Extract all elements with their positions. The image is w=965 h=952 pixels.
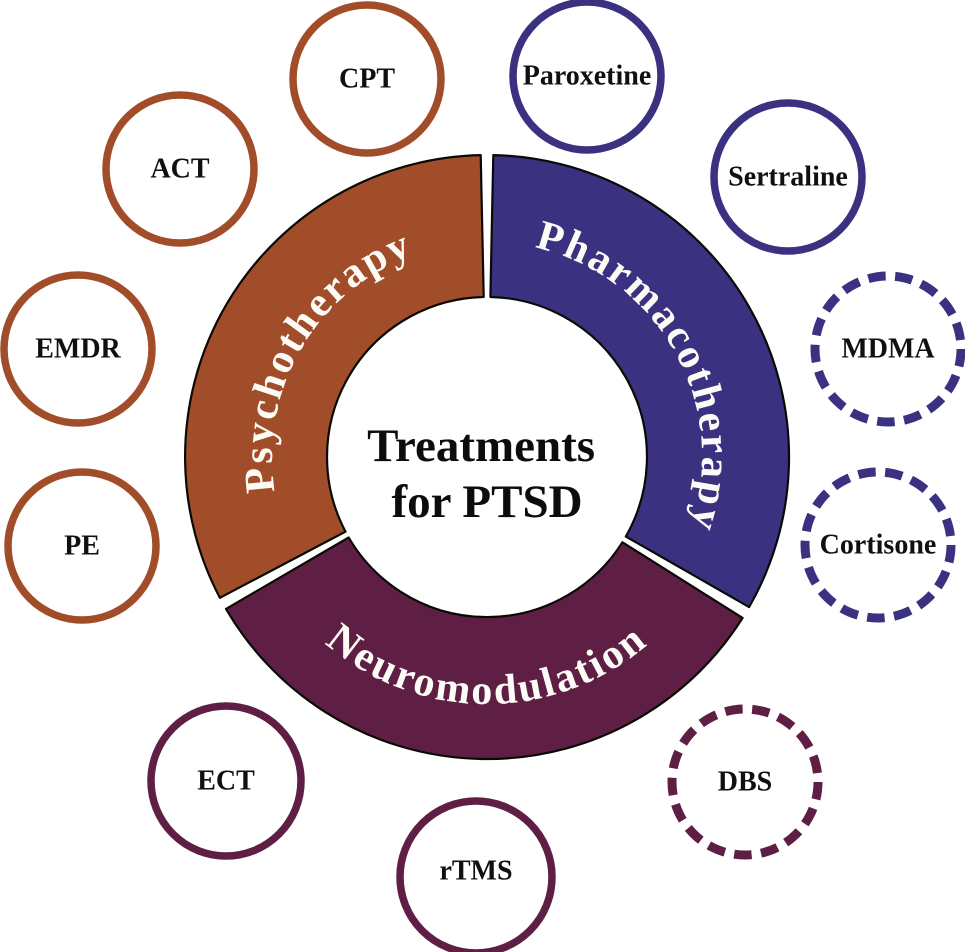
node-ring-dbs <box>667 704 823 860</box>
node-pe: PE <box>4 468 160 624</box>
node-ring-paroxetine <box>509 0 665 154</box>
node-mdma: MDMA <box>810 271 965 427</box>
node-ring-sertraline <box>710 99 866 255</box>
node-paroxetine: Paroxetine <box>509 0 665 154</box>
node-cortisone: Cortisone <box>800 467 956 623</box>
node-ect: ECT <box>147 702 305 860</box>
center-title: Treatments for PTSD <box>367 420 607 528</box>
segment-neuromodulation <box>224 536 744 761</box>
node-ring-cpt <box>289 1 445 157</box>
node-ring-ect <box>147 702 305 860</box>
node-ring-cortisone <box>800 467 956 623</box>
node-label-sertraline: Sertraline <box>728 162 848 193</box>
node-label-ect: ECT <box>197 766 255 797</box>
donut-ring <box>184 154 791 761</box>
node-ring-rtms <box>396 797 556 952</box>
node-ring-act <box>102 91 258 247</box>
segment-psychotherapy <box>184 154 485 599</box>
node-emdr: EMDR <box>0 271 156 427</box>
node-rtms: rTMS <box>396 797 556 952</box>
node-act: ACT <box>102 91 258 247</box>
node-label-act: ACT <box>150 154 209 185</box>
node-label-cortisone: Cortisone <box>820 530 937 561</box>
node-label-rtms: rTMS <box>439 856 512 887</box>
node-ring-pe <box>4 468 160 624</box>
node-sertraline: Sertraline <box>710 99 866 255</box>
node-label-cpt: CPT <box>339 64 395 95</box>
segment-pharmacotherapy <box>489 154 791 609</box>
node-cpt: CPT <box>289 1 445 157</box>
node-label-pe: PE <box>64 531 100 562</box>
node-label-mdma: MDMA <box>841 334 935 365</box>
node-label-dbs: DBS <box>718 767 772 798</box>
node-label-paroxetine: Paroxetine <box>523 61 652 92</box>
node-ring-mdma <box>810 271 965 427</box>
node-dbs: DBS <box>667 704 823 860</box>
node-ring-emdr <box>0 271 156 427</box>
node-label-emdr: EMDR <box>35 334 121 365</box>
